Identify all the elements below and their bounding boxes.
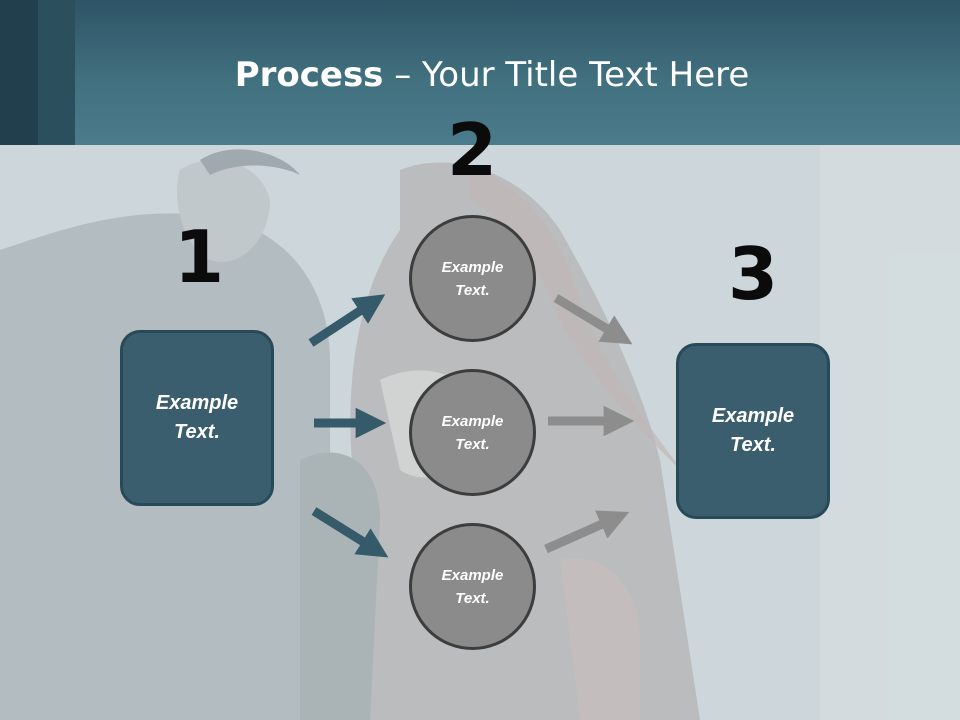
right-box-text: Example Text. xyxy=(712,402,794,460)
left-process-box: Example Text. xyxy=(120,330,274,506)
top-circle-line2: Text. xyxy=(455,281,490,299)
step-number-2: 2 xyxy=(446,108,498,192)
middle-circle: Example Text. xyxy=(409,369,536,496)
arrow-to-bottom-circle xyxy=(311,507,389,558)
bottom-circle-line1: Example xyxy=(441,566,504,584)
right-process-box: Example Text. xyxy=(676,343,830,519)
title-rest: – Your Title Text Here xyxy=(383,55,750,95)
slide-title: Process – Your Title Text Here xyxy=(0,52,960,98)
title-bar: Process – Your Title Text Here xyxy=(0,0,960,145)
title-bar-accent-dark xyxy=(0,0,38,145)
top-circle-text: Example Text. xyxy=(442,256,504,302)
top-circle: Example Text. xyxy=(409,215,536,342)
left-box-line1: Example xyxy=(155,392,239,414)
bottom-circle-line2: Text. xyxy=(455,589,490,607)
title-bold: Process xyxy=(234,55,384,95)
middle-circle-text: Example Text. xyxy=(442,410,504,456)
arrow-to-top-circle xyxy=(308,294,386,347)
left-box-line2: Text. xyxy=(174,421,220,443)
arrow-from-top-circle xyxy=(553,294,633,345)
arrow-from-bottom-circle xyxy=(544,510,630,554)
step-number-3: 3 xyxy=(727,232,779,316)
right-box-line2: Text. xyxy=(730,434,776,456)
top-circle-line1: Example xyxy=(441,258,504,276)
bottom-circle: Example Text. xyxy=(409,523,536,650)
title-bar-accent xyxy=(38,0,75,145)
step-number-1: 1 xyxy=(173,215,225,299)
middle-circle-line1: Example xyxy=(441,412,504,430)
left-box-text: Example Text. xyxy=(156,389,238,447)
right-box-line1: Example xyxy=(711,405,795,427)
middle-circle-line2: Text. xyxy=(455,435,490,453)
bottom-circle-text: Example Text. xyxy=(442,564,504,610)
